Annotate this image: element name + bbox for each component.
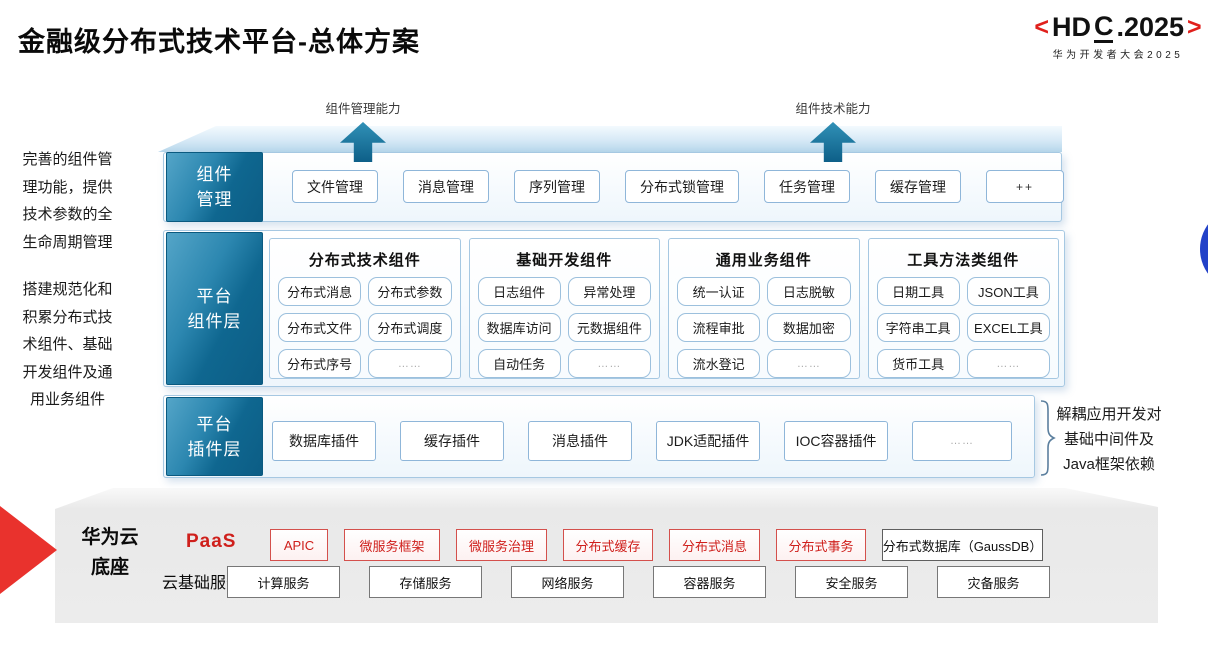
component-cell: 分布式消息 (278, 277, 362, 306)
logo-hd: HD (1051, 12, 1091, 43)
component-cell: 日志组件 (477, 277, 561, 306)
plugin-cache: 缓存插件 (400, 421, 504, 461)
mgmt-item-sequence: 序列管理 (514, 170, 600, 203)
logo-left-bracket-icon: < (1034, 13, 1049, 42)
capability-tech: 组件技术能力 (763, 98, 903, 162)
column-basic-dev: 基础开发组件 日志组件 异常处理 数据库访问 元数据组件 自动任务 …… (468, 238, 660, 379)
component-cell: 分布式序号 (278, 349, 362, 378)
mgmt-item-message: 消息管理 (403, 170, 489, 203)
plugin-jdk: JDK适配插件 (656, 421, 760, 461)
component-cell: 字符串工具 (876, 313, 960, 342)
column-header: 基础开发组件 (516, 252, 613, 269)
component-cell-more: …… (368, 349, 452, 378)
component-cell: 分布式调度 (368, 313, 452, 342)
component-cell: JSON工具 (966, 277, 1050, 306)
cloud-base-label: 华为云 底座 (81, 527, 139, 578)
column-tool-methods: 工具方法类组件 日期工具 JSON工具 字符串工具 EXCEL工具 货币工具 …… (867, 238, 1059, 379)
hdc-logo-subtitle: 华为开发者大会2025 (1052, 50, 1184, 62)
paas-distributed-message: 分布式消息 (669, 529, 760, 561)
iaas-label: 云基础服务 (162, 575, 243, 592)
component-cell-more: …… (966, 349, 1050, 378)
paas-distributed-transaction: 分布式事务 (776, 529, 866, 561)
plugin-message: 消息插件 (528, 421, 632, 461)
platform-plugins-label: 平台 插件层 (166, 397, 263, 476)
component-cell: 数据库访问 (477, 313, 561, 342)
mgmt-item-lock: 分布式锁管理 (625, 170, 739, 203)
component-cell: 日志脱敏 (767, 277, 851, 306)
platform-components-label: 平台 组件层 (166, 232, 263, 385)
iaas-compute: 计算服务 (227, 566, 340, 598)
plugin-more: …… (912, 421, 1012, 461)
capability-tech-label: 组件技术能力 (795, 102, 871, 116)
column-header: 工具方法类组件 (907, 252, 1020, 269)
component-cell: 日期工具 (876, 277, 960, 306)
logo-right-bracket-icon: > (1187, 13, 1202, 42)
logo-year: .2025 (1116, 12, 1185, 43)
left-note-components: 搭建规范化和积累分布式技术组件、基础开发组件及通用业务组件 (22, 281, 113, 408)
component-cell: 分布式文件 (278, 313, 362, 342)
component-cell: 流程审批 (677, 313, 761, 342)
platform-plugins-items: 数据库插件 缓存插件 消息插件 JDK适配插件 IOC容器插件 …… (272, 421, 1012, 461)
capability-mgmt-label: 组件管理能力 (325, 102, 401, 116)
paas-microservice-governance: 微服务治理 (456, 529, 547, 561)
paas-label: PaaS (186, 531, 237, 552)
paas-microservice-framework: 微服务框架 (344, 529, 440, 561)
mgmt-item-task: 任务管理 (764, 170, 850, 203)
up-arrow-icon (340, 122, 386, 162)
component-cell: 异常处理 (567, 277, 651, 306)
plugin-database: 数据库插件 (272, 421, 376, 461)
component-cell: 分布式参数 (368, 277, 452, 306)
component-mgmt-label: 组件 管理 (166, 152, 263, 222)
component-mgmt-items: 文件管理 消息管理 序列管理 分布式锁管理 任务管理 缓存管理 ++ (292, 170, 1064, 203)
iaas-items: 计算服务 存储服务 网络服务 容器服务 安全服务 灾备服务 (227, 566, 1050, 598)
capability-mgmt: 组件管理能力 (293, 98, 433, 162)
iaas-network: 网络服务 (511, 566, 624, 598)
column-distributed-tech: 分布式技术组件 分布式消息 分布式参数 分布式文件 分布式调度 分布式序号 …… (269, 238, 461, 379)
iaas-container: 容器服务 (653, 566, 766, 598)
component-cell: 统一认证 (677, 277, 761, 306)
plugin-ioc: IOC容器插件 (784, 421, 888, 461)
mgmt-item-file: 文件管理 (292, 170, 378, 203)
component-cell-more: …… (767, 349, 851, 378)
up-arrow-icon (810, 122, 856, 162)
paas-distributed-cache: 分布式缓存 (563, 529, 653, 561)
page-title: 金融级分布式技术平台-总体方案 (18, 27, 420, 57)
iaas-security: 安全服务 (795, 566, 908, 598)
logo-c-underlined: C (1093, 12, 1114, 44)
paas-gaussdb: 分布式数据库（GaussDB） (882, 529, 1043, 561)
iaas-disaster-recovery: 灾备服务 (937, 566, 1050, 598)
left-note-mgmt: 完善的组件管理功能，提供技术参数的全生命周期管理 (22, 151, 113, 251)
paas-items: APIC 微服务框架 微服务治理 分布式缓存 分布式消息 分布式事务 分布式数据… (270, 529, 1043, 561)
component-cell: 自动任务 (477, 349, 561, 378)
red-arrow-decoration (0, 506, 57, 594)
mgmt-item-more: ++ (986, 170, 1064, 203)
column-header: 分布式技术组件 (308, 252, 421, 269)
component-cell: 货币工具 (876, 349, 960, 378)
platform-top-face (158, 126, 1062, 152)
column-common-business: 通用业务组件 统一认证 日志脱敏 流程审批 数据加密 流水登记 …… (668, 238, 860, 379)
component-cell: EXCEL工具 (966, 313, 1050, 342)
component-cell: 数据加密 (767, 313, 851, 342)
component-cell: 元数据组件 (567, 313, 651, 342)
component-cell-more: …… (567, 349, 651, 378)
column-header: 通用业务组件 (715, 252, 812, 269)
component-cell: 流水登记 (677, 349, 761, 378)
paas-apic: APIC (270, 529, 328, 561)
platform-components-columns: 分布式技术组件 分布式消息 分布式参数 分布式文件 分布式调度 分布式序号 ……… (269, 238, 1059, 379)
blue-circle-decoration (1200, 207, 1208, 291)
mgmt-item-cache: 缓存管理 (875, 170, 961, 203)
right-brace-icon (1040, 400, 1056, 476)
right-note-decouple: 解耦应用开发对基础中间件及Java框架依赖 (1056, 406, 1162, 473)
iaas-storage: 存储服务 (369, 566, 482, 598)
